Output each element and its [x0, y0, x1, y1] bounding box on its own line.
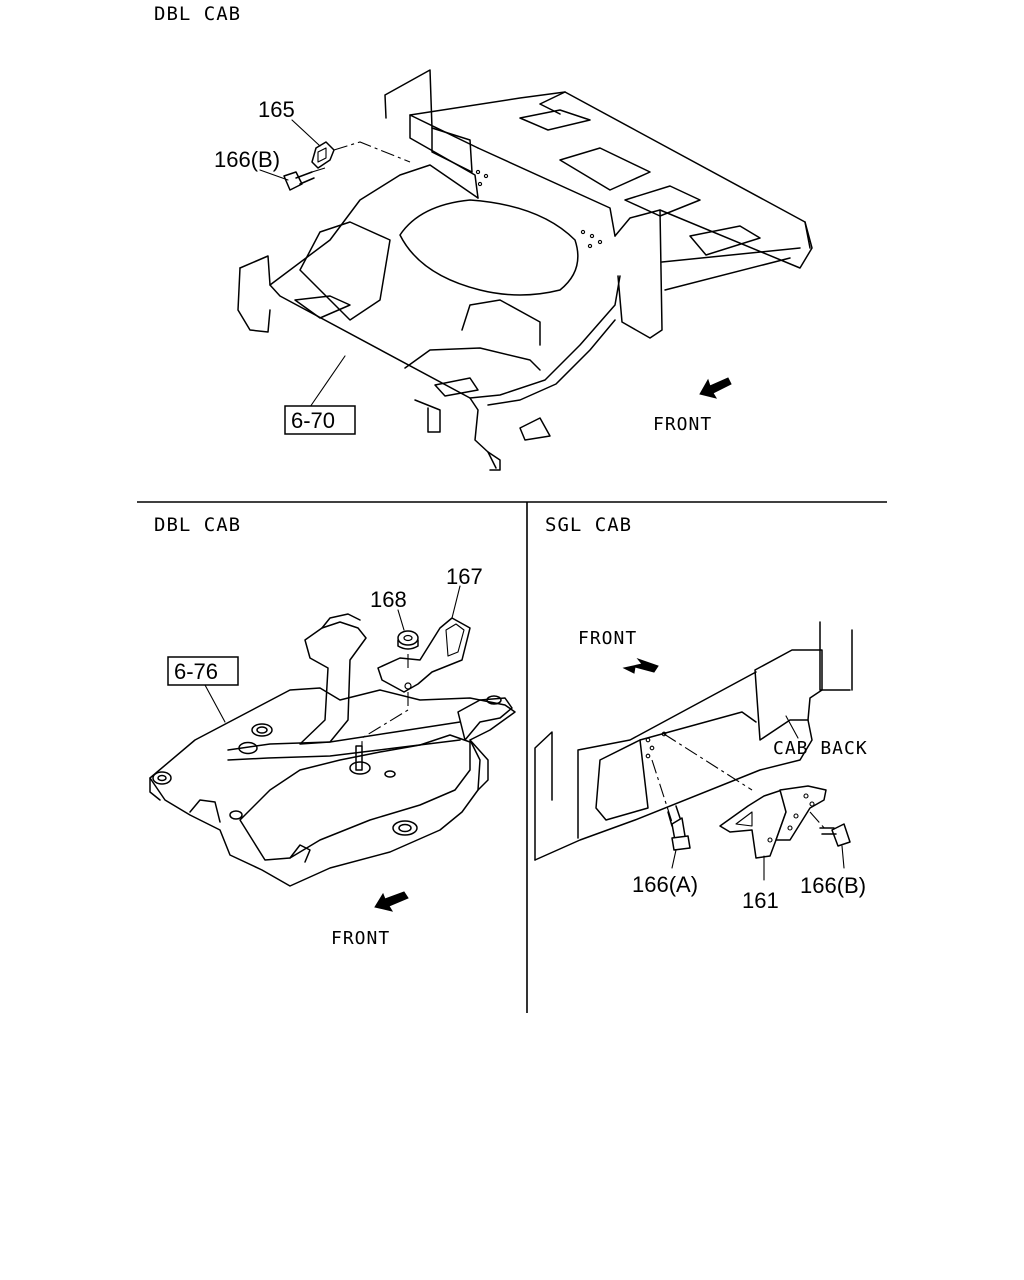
- bottom-right-title: SGL CAB: [545, 514, 632, 536]
- front-arrow-icon: [622, 657, 659, 674]
- part-166a-bolt: [667, 805, 691, 851]
- ref-box-6-76: 6-76: [167, 656, 239, 686]
- part-166b-bolt: [819, 823, 851, 847]
- top-panel: DBL CAB: [154, 3, 813, 471]
- cab-back-label: CAB BACK: [773, 738, 868, 759]
- bottom-left-panel: DBL CAB: [149, 514, 516, 949]
- callout-166b-right: 166(B): [800, 873, 866, 898]
- underfloor-drawing: [149, 613, 516, 887]
- ref-box-6-76-label: 6-76: [174, 659, 218, 684]
- callout-166b-top: 166(B): [214, 147, 280, 172]
- front-arrow-icon: [699, 377, 732, 399]
- ref-box-6-70-label: 6-70: [291, 408, 335, 433]
- callout-167: 167: [446, 564, 483, 589]
- top-panel-title: DBL CAB: [154, 3, 241, 25]
- floor-panel-drawing: [237, 69, 813, 471]
- callout-161: 161: [742, 888, 779, 913]
- front-label-bottom-right: FRONT: [578, 628, 637, 649]
- part-161-bracket: [719, 785, 827, 859]
- part-166b-bolt: [283, 171, 315, 191]
- bottom-left-title: DBL CAB: [154, 514, 241, 536]
- front-label-bottom-left: FRONT: [331, 928, 390, 949]
- front-arrow-icon: [374, 891, 409, 912]
- callout-165: 165: [258, 97, 295, 122]
- callout-166a: 166(A): [632, 872, 698, 897]
- callout-168: 168: [370, 587, 407, 612]
- bottom-right-panel: SGL CAB: [534, 514, 868, 913]
- part-168-nut: [397, 630, 419, 650]
- ref-box-6-70: 6-70: [284, 405, 356, 435]
- part-165-bracket: [311, 141, 335, 169]
- front-label-top: FRONT: [653, 414, 712, 435]
- part-167-bracket: [377, 617, 471, 693]
- cab-back-drawing: [534, 621, 853, 861]
